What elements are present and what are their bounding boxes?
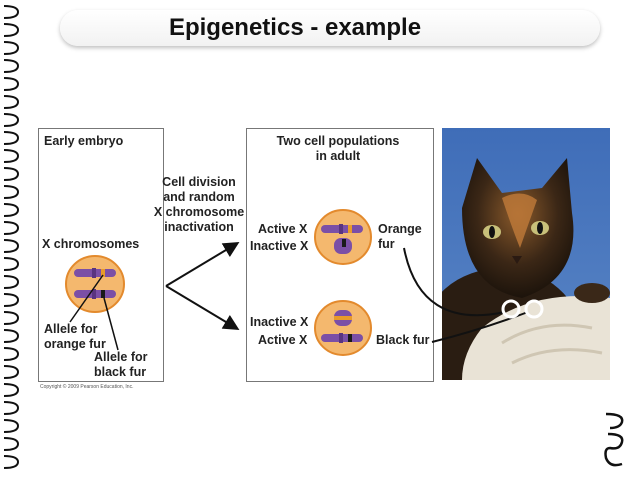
decorative-logo-icon [600,408,630,472]
copyright-text: Copyright © 2009 Pearson Education, Inc. [40,384,133,390]
